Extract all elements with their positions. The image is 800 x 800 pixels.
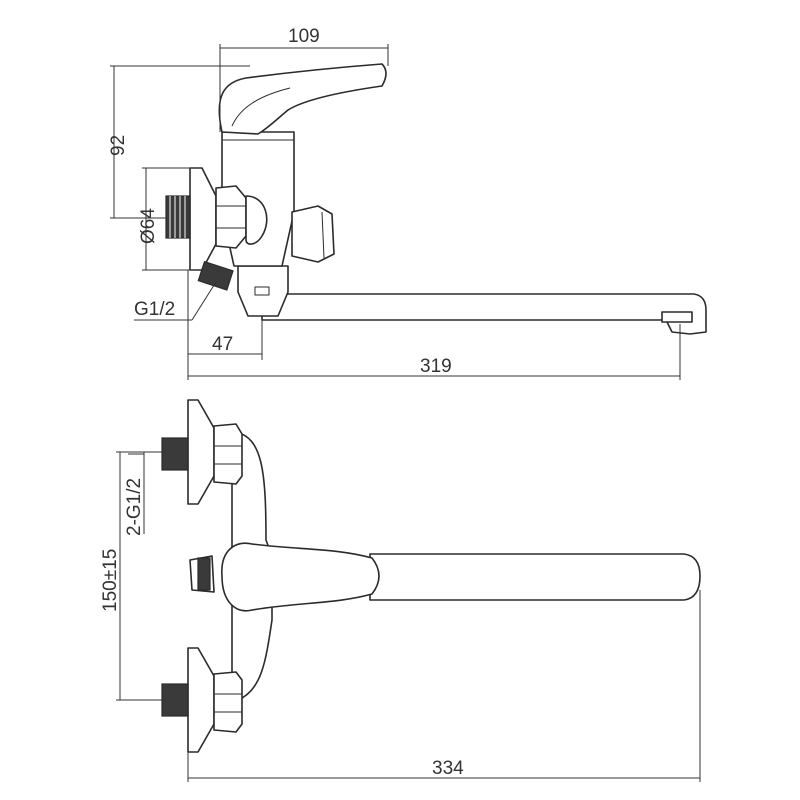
plan-flange-lower [187, 647, 215, 753]
side-hex-nut [215, 185, 247, 249]
side-eccentric-joint [245, 195, 268, 245]
side-spout-collar [237, 265, 289, 317]
plan-nut-lower [213, 671, 243, 733]
side-spout [261, 293, 707, 335]
dim-top-width: 109 [288, 26, 320, 47]
dim-thread-side: G1/2 [134, 299, 175, 320]
dim-flange-diameter: Ø64 [138, 208, 159, 244]
side-wall-flange [189, 167, 217, 271]
plan-nut-upper [213, 423, 243, 485]
dim-height: 92 [108, 135, 129, 156]
dim-offset: 47 [212, 334, 233, 355]
plan-flange-upper [187, 399, 215, 505]
plan-spout [369, 553, 701, 601]
side-aerator [661, 311, 693, 323]
side-diverter-knob [291, 205, 335, 263]
dim-length-side: 319 [420, 356, 452, 377]
plan-view [161, 399, 701, 753]
side-view-dimensions: 109 92 Ø64 G1/2 47 319 [108, 26, 681, 380]
dim-center-distance: 150±15 [100, 549, 121, 612]
side-view [165, 63, 707, 335]
dim-length-plan: 334 [432, 758, 464, 779]
plan-thread-upper [161, 437, 189, 471]
side-lever-handle [218, 63, 387, 135]
dim-thread-plan: 2-G1/2 [124, 478, 145, 536]
side-thread-angled [197, 260, 234, 291]
plan-lever-handle [221, 542, 380, 612]
plan-view-dimensions: 2-G1/2 150±15 334 [100, 451, 701, 782]
